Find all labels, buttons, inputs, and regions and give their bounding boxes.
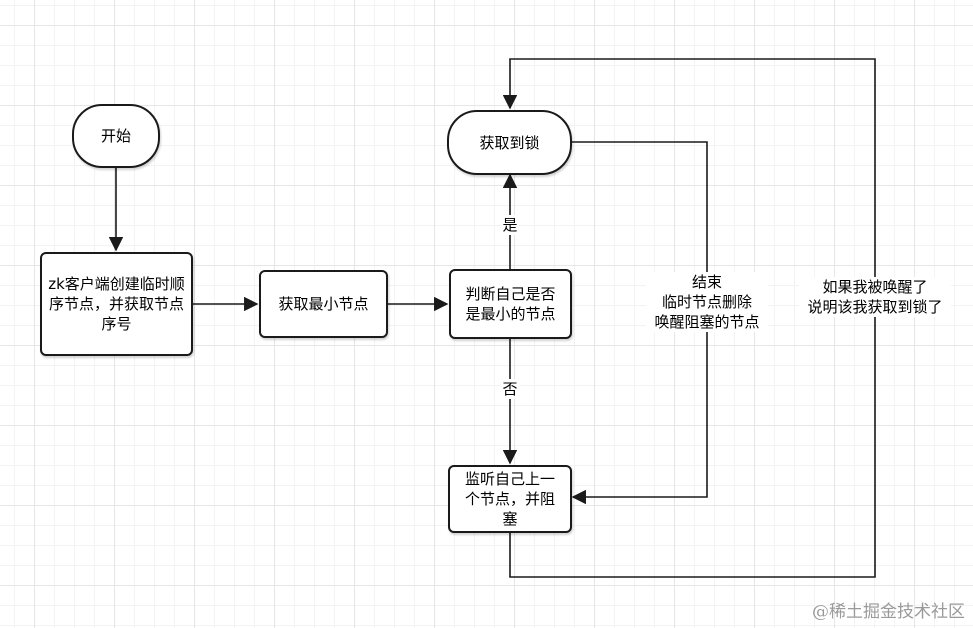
judge-node-label: 判断自己是否是最小的节点 xyxy=(465,285,556,323)
end-label-line1: 结束 xyxy=(691,273,722,291)
end-label-line2: 临时节点删除 xyxy=(661,293,752,311)
edge-listen-to-acquire xyxy=(502,58,876,578)
listen-node-label: 监听自己上一个节点，并阻塞 xyxy=(464,470,555,528)
edge-label-wake: 如果我被唤醒了 说明该我获取到锁了 xyxy=(799,277,951,317)
get-min-node-label: 获取最小节点 xyxy=(278,295,369,313)
edge-label-end: 结束 临时节点删除 唤醒阻塞的节点 xyxy=(646,272,768,332)
create-node: zk客户端创建临时顺序节点，并获取节点序号 xyxy=(40,252,193,356)
end-label-line3: 唤醒阻塞的节点 xyxy=(654,313,760,331)
listen-node: 监听自己上一个节点，并阻塞 xyxy=(448,465,572,533)
wake-label-line1: 如果我被唤醒了 xyxy=(822,278,928,296)
edge-label-no: 否 xyxy=(501,379,519,399)
wake-label-line2: 说明该我获取到锁了 xyxy=(807,298,943,316)
judge-node: 判断自己是否是最小的节点 xyxy=(449,269,572,339)
start-node-label: 开始 xyxy=(100,127,131,145)
watermark: @稀土掘金技术社区 xyxy=(812,602,965,622)
acquire-node: 获取到锁 xyxy=(447,110,572,175)
acquire-node-label: 获取到锁 xyxy=(479,133,540,152)
get-min-node: 获取最小节点 xyxy=(259,270,388,338)
create-node-label: zk客户端创建临时顺序节点，并获取节点序号 xyxy=(48,275,185,333)
edge-label-yes: 是 xyxy=(501,215,519,235)
start-node: 开始 xyxy=(72,104,160,168)
